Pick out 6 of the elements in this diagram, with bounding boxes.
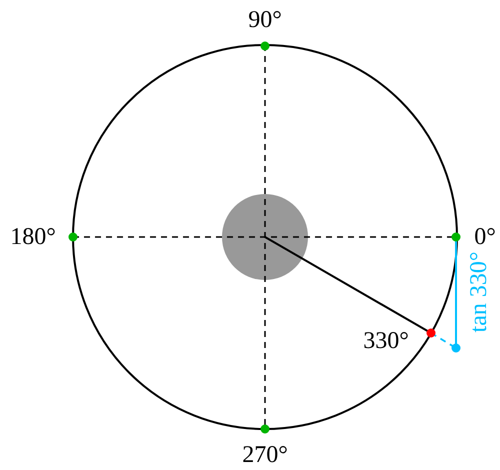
angle-label: 90°	[248, 8, 282, 32]
angle-label: 270°	[242, 443, 288, 467]
tangent-label: tan 330°	[467, 252, 491, 332]
angle-label: 330°	[363, 329, 409, 353]
angle-label: 180°	[10, 225, 56, 249]
angle-label: 0°	[474, 225, 496, 249]
